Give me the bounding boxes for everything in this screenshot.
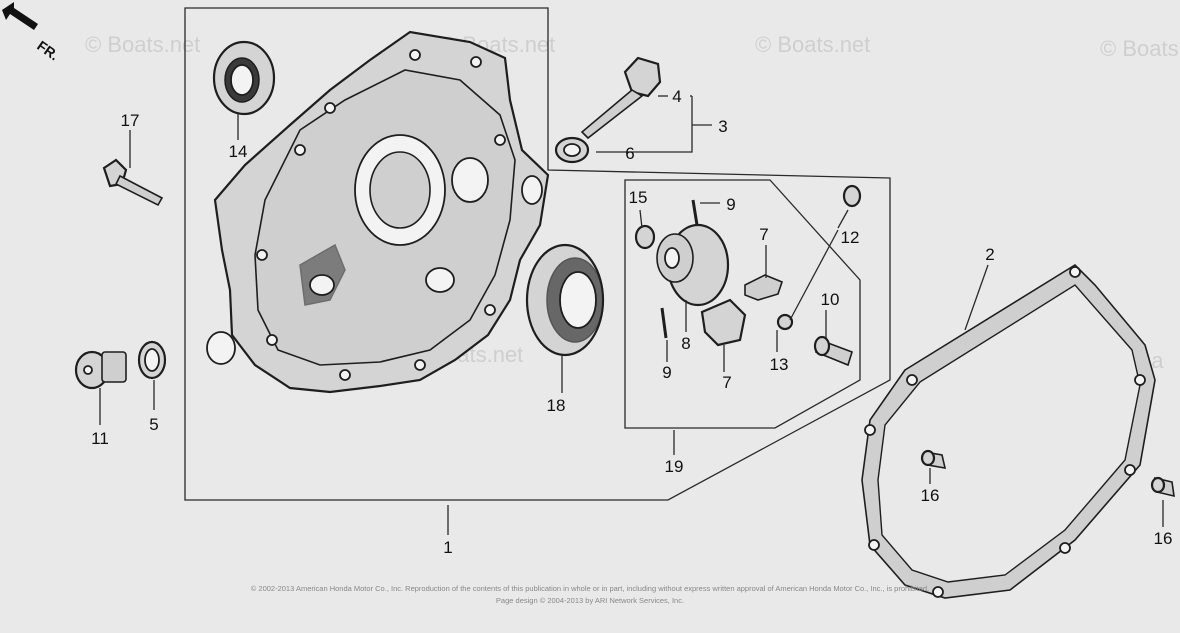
crankcase-gasket-2 bbox=[861, 263, 1156, 599]
governor-weight-7-lower bbox=[700, 298, 747, 347]
callout-9-upper: 9 bbox=[726, 195, 735, 214]
oil-level-gauge-4 bbox=[580, 56, 662, 140]
governor-shaft-10-head bbox=[813, 335, 831, 357]
dowel-pin-16-right bbox=[1150, 476, 1175, 498]
pin-9-lower bbox=[660, 307, 668, 339]
watermark-1: © Boats.net bbox=[85, 32, 200, 57]
callout-17: 17 bbox=[121, 111, 140, 130]
callout-18: 18 bbox=[547, 396, 566, 415]
callout-5: 5 bbox=[149, 415, 158, 434]
callout-10: 10 bbox=[821, 290, 840, 309]
callout-9-lower: 9 bbox=[662, 363, 671, 382]
callout-3: 3 bbox=[718, 117, 727, 136]
callout-11: 11 bbox=[91, 429, 109, 448]
washer-12 bbox=[842, 184, 862, 208]
leader-lines bbox=[99, 95, 1164, 535]
callout-2: 2 bbox=[985, 245, 994, 264]
callout-19: 19 bbox=[665, 457, 684, 476]
callout-1: 1 bbox=[443, 538, 452, 557]
callout-16-left: 16 bbox=[921, 486, 940, 505]
direction-label: FR. bbox=[34, 37, 62, 63]
assembly-outline bbox=[184, 7, 891, 501]
callout-7-lower: 7 bbox=[722, 373, 731, 392]
washer-5 bbox=[137, 340, 167, 380]
copyright-line-1: © 2002-2013 American Honda Motor Co., In… bbox=[251, 584, 929, 593]
callout-14: 14 bbox=[229, 142, 248, 161]
o-ring-6 bbox=[554, 136, 590, 164]
callout-15: 15 bbox=[629, 188, 648, 207]
callout-13: 13 bbox=[770, 355, 789, 374]
clip-13 bbox=[776, 313, 794, 331]
drain-plug-11 bbox=[74, 350, 127, 390]
pin-9-upper bbox=[691, 199, 699, 226]
crankcase-cover bbox=[206, 30, 550, 394]
callout-6: 6 bbox=[625, 144, 634, 163]
copyright-line-2: Page design © 2004-2013 by ARI Network S… bbox=[496, 596, 684, 605]
oil-seal-14 bbox=[212, 40, 276, 116]
watermark-4: © Boats.net bbox=[1100, 36, 1180, 61]
watermark-3: © Boats.net bbox=[755, 32, 870, 57]
callout-16-right: 16 bbox=[1154, 529, 1173, 548]
flange-bolt-17 bbox=[102, 158, 164, 207]
front-direction-arrow-icon bbox=[2, 2, 38, 30]
callout-4: 4 bbox=[672, 87, 681, 106]
washer-15 bbox=[634, 224, 656, 250]
callout-7-upper: 7 bbox=[759, 225, 768, 244]
callout-12: 12 bbox=[841, 228, 860, 247]
callout-8: 8 bbox=[681, 334, 690, 353]
governor-weight-7-upper bbox=[744, 274, 783, 301]
dowel-pin-16-left bbox=[920, 449, 947, 469]
oil-pump-subassembly-outline bbox=[624, 179, 861, 429]
governor-gear-8 bbox=[656, 223, 730, 307]
radial-ball-bearing-18 bbox=[525, 243, 605, 357]
